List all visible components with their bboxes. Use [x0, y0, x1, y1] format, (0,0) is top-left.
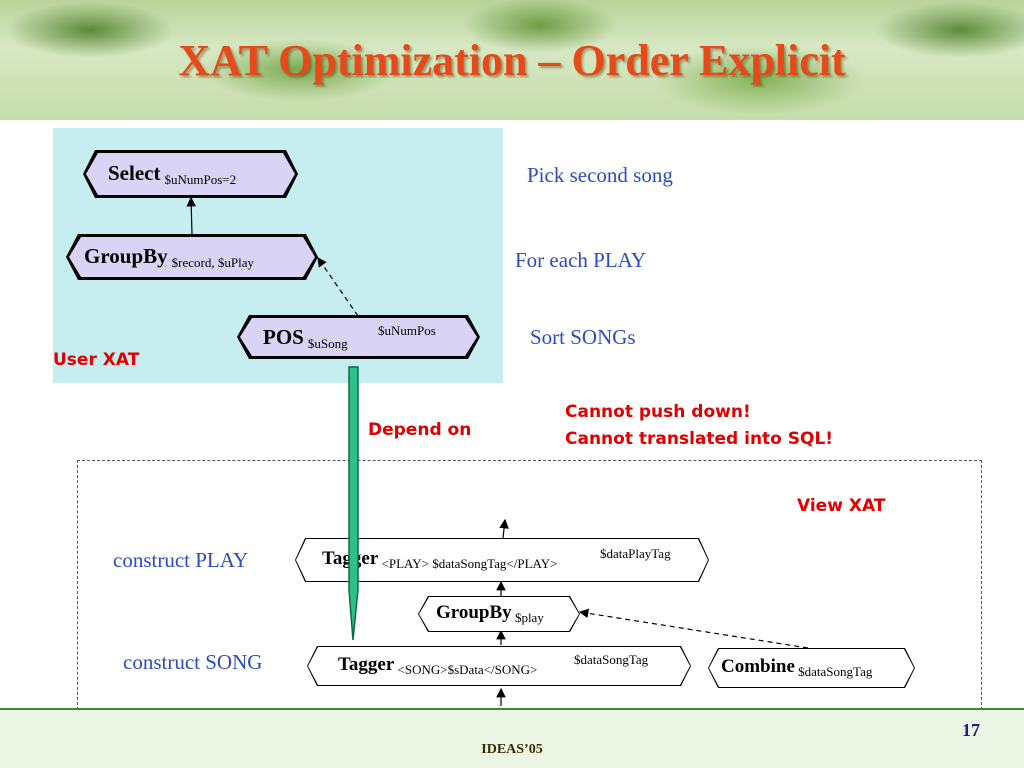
annotation-construct-play: construct PLAY — [113, 548, 249, 572]
pos-sup: $uNumPos — [378, 323, 436, 338]
dependency-arrow — [348, 366, 359, 641]
pos-sub: $uSong — [307, 336, 348, 351]
tagger-play-sub: <PLAY> $dataSongTag</PLAY> — [381, 556, 558, 571]
select-node — [86, 153, 295, 195]
combine-sub: $dataSongTag — [798, 664, 873, 679]
edge-tagger-play-output — [499, 518, 509, 539]
view-xat-label: View XAT — [797, 496, 886, 516]
footer-divider — [0, 708, 1024, 710]
combine-node — [709, 649, 914, 687]
tagger-song-sup: $dataSongTag — [574, 652, 649, 667]
groupby-node — [69, 237, 315, 277]
select-op: Select — [108, 161, 161, 185]
groupby-op: GroupBy — [84, 244, 168, 268]
tagger-song-op: Tagger — [338, 654, 395, 675]
footer-band — [0, 710, 1024, 768]
page-number: 17 — [962, 720, 980, 740]
view-groupby-label: GroupBy $play — [436, 602, 544, 626]
tagger-song-label: Tagger <SONG>$sData</SONG> — [338, 654, 537, 678]
slide-title: XAT Optimization – Order Explicit — [178, 36, 846, 85]
select-node-label: Select $uNumPos=2 — [108, 161, 236, 188]
cannot-push-note: Cannot push down! — [565, 402, 751, 422]
user-xat-label: User XAT — [53, 350, 140, 370]
header-banner — [0, 0, 1024, 120]
tagger-song-node — [308, 647, 690, 685]
view-groupby-node — [419, 597, 579, 631]
tagger-play-node — [296, 539, 708, 581]
pos-node-label: POS $uSong — [263, 325, 348, 352]
depend-on-note: Depend on — [368, 420, 472, 440]
tagger-song-sub: <SONG>$sData</SONG> — [397, 662, 538, 677]
select-sub: $uNumPos=2 — [164, 172, 237, 187]
groupby-sub: $record, $uPlay — [171, 255, 254, 270]
pos-op: POS — [263, 325, 304, 349]
combine-op: Combine — [721, 656, 795, 677]
annotation-construct-song: construct SONG — [123, 650, 263, 674]
edge-pos-to-groupby — [317, 257, 359, 317]
edge-combine-to-groupby — [578, 608, 809, 649]
footer-label: IDEAS’05 — [481, 742, 543, 757]
edge-groupby-to-select — [186, 196, 197, 235]
cannot-translate-note: Cannot translated into SQL! — [565, 429, 834, 449]
combine-label: Combine $dataSongTag — [721, 656, 872, 680]
tagger-play-sup: $dataPlayTag — [600, 546, 671, 561]
groupby-node-label: GroupBy $record, $uPlay — [84, 244, 254, 271]
annotation-select: Pick second song — [527, 163, 673, 187]
annotation-pos: Sort SONGs — [530, 325, 636, 349]
view-groupby-sub: $play — [514, 610, 544, 625]
pos-node — [240, 318, 477, 356]
view-groupby-op: GroupBy — [436, 602, 512, 623]
annotation-groupby: For each PLAY — [515, 248, 647, 272]
